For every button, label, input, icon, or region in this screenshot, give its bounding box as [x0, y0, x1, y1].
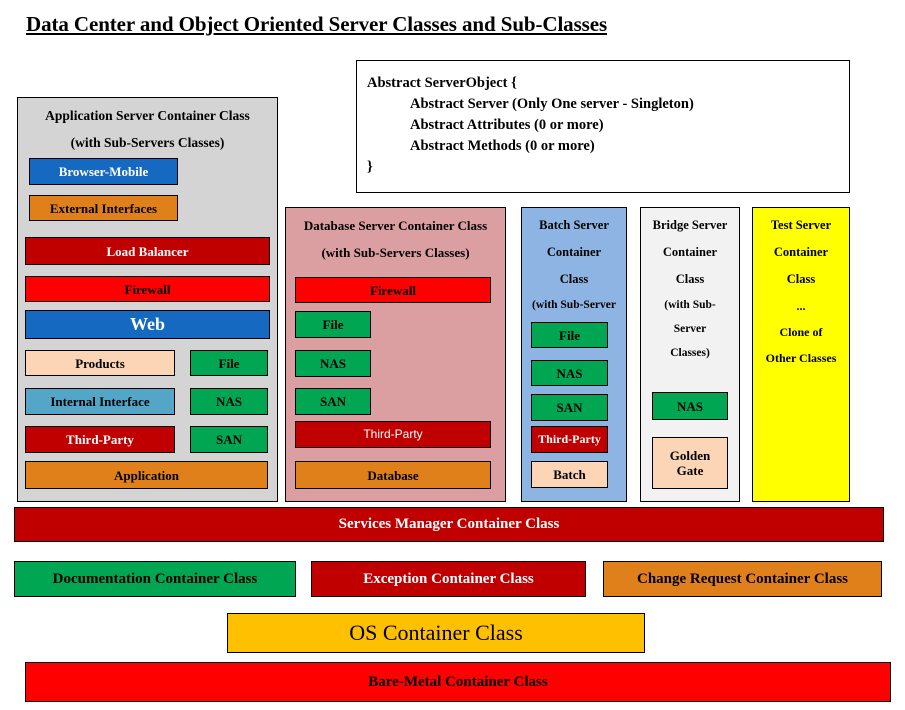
bridge-panel-title-line5: Server: [673, 323, 707, 335]
golden-gate-line2: Gate: [676, 463, 704, 478]
abstract-line-methods: Abstract Methods (0 or more): [410, 138, 595, 154]
bridge-panel-title-line4: (with Sub-: [664, 299, 716, 311]
item-golden-gate[interactable]: Golden Gate: [652, 437, 728, 489]
item-san-app[interactable]: SAN: [190, 426, 268, 453]
batch-panel-title-line4: (with Sub-Server: [531, 299, 616, 311]
bar-change-request-container-class[interactable]: Change Request Container Class: [603, 561, 882, 597]
item-third-party-app[interactable]: Third-Party: [25, 426, 175, 453]
batch-panel-title-line2: Container: [546, 245, 602, 259]
test-panel-title-line6: Other Classes: [765, 351, 837, 365]
app-panel-title-line1: Application Server Container Class: [45, 108, 250, 123]
database-server-container-class-panel[interactable]: Database Server Container Class (with Su…: [285, 207, 506, 502]
db-panel-title-line1: Database Server Container Class: [303, 218, 488, 233]
abstract-line-attributes: Abstract Attributes (0 or more): [410, 117, 604, 133]
item-load-balancer[interactable]: Load Balancer: [25, 237, 270, 265]
batch-server-container-class-panel[interactable]: Batch Server Container Class (with Sub-S…: [521, 207, 627, 502]
item-nas-app[interactable]: NAS: [190, 388, 268, 415]
test-panel-title-line5: Clone of: [779, 325, 823, 339]
item-san-db[interactable]: SAN: [295, 388, 371, 415]
item-file-db[interactable]: File: [295, 311, 371, 338]
bridge-panel-title-line1: Bridge Server: [652, 218, 728, 232]
bar-os-container-class[interactable]: OS Container Class: [227, 613, 645, 653]
abstract-line-server: Abstract Server (Only One server - Singl…: [410, 96, 694, 112]
bridge-panel-title-line2: Container: [662, 245, 718, 259]
test-panel-title-line1: Test Server: [770, 218, 832, 232]
bar-exception-container-class[interactable]: Exception Container Class: [311, 561, 586, 597]
item-products[interactable]: Products: [25, 350, 175, 376]
item-web[interactable]: Web: [25, 310, 270, 339]
batch-panel-title-line1: Batch Server: [539, 218, 609, 232]
item-nas-bridge[interactable]: NAS: [652, 392, 728, 420]
abstract-line-close: }: [367, 159, 373, 175]
abstract-line-declaration: Abstract ServerObject {: [367, 75, 517, 91]
abstract-serverobject-box: Abstract ServerObject { Abstract Server …: [356, 60, 850, 193]
item-third-party-db[interactable]: Third-Party: [295, 421, 491, 448]
app-panel-title-line2: (with Sub-Servers Classes): [70, 135, 225, 150]
bridge-panel-title-line6: Classes): [670, 347, 710, 359]
item-batch[interactable]: Batch: [531, 461, 608, 488]
item-database[interactable]: Database: [295, 461, 491, 489]
item-firewall-db[interactable]: Firewall: [295, 277, 491, 303]
item-third-party-batch[interactable]: Third-Party: [531, 426, 608, 453]
test-panel-title-line3: Class: [786, 272, 816, 286]
page-title: Data Center and Object Oriented Server C…: [26, 12, 608, 36]
test-panel-title-ellipsis: ...: [796, 299, 806, 313]
golden-gate-line1: Golden: [669, 448, 711, 463]
test-panel-title-line2: Container: [773, 245, 829, 259]
bar-bare-metal-container-class[interactable]: Bare-Metal Container Class: [25, 662, 891, 702]
batch-panel-title-line3: Class: [559, 272, 589, 286]
item-nas-batch[interactable]: NAS: [531, 360, 608, 386]
item-file-batch[interactable]: File: [531, 322, 608, 348]
item-firewall-app[interactable]: Firewall: [25, 276, 270, 302]
test-server-container-class-panel[interactable]: Test Server Container Class ... Clone of…: [752, 207, 850, 502]
db-panel-title-line2: (with Sub-Servers Classes): [321, 245, 470, 260]
item-external-interfaces[interactable]: External Interfaces: [29, 195, 178, 221]
item-nas-db[interactable]: NAS: [295, 350, 371, 377]
bar-documentation-container-class[interactable]: Documentation Container Class: [14, 561, 296, 597]
item-internal-interface[interactable]: Internal Interface: [25, 388, 175, 415]
item-san-batch[interactable]: SAN: [531, 394, 608, 421]
item-file-app[interactable]: File: [190, 350, 268, 376]
item-application[interactable]: Application: [25, 461, 268, 489]
bridge-panel-title-line3: Class: [675, 272, 705, 286]
item-browser-mobile[interactable]: Browser-Mobile: [29, 158, 178, 185]
bar-services-manager-container-class[interactable]: Services Manager Container Class: [14, 507, 884, 542]
